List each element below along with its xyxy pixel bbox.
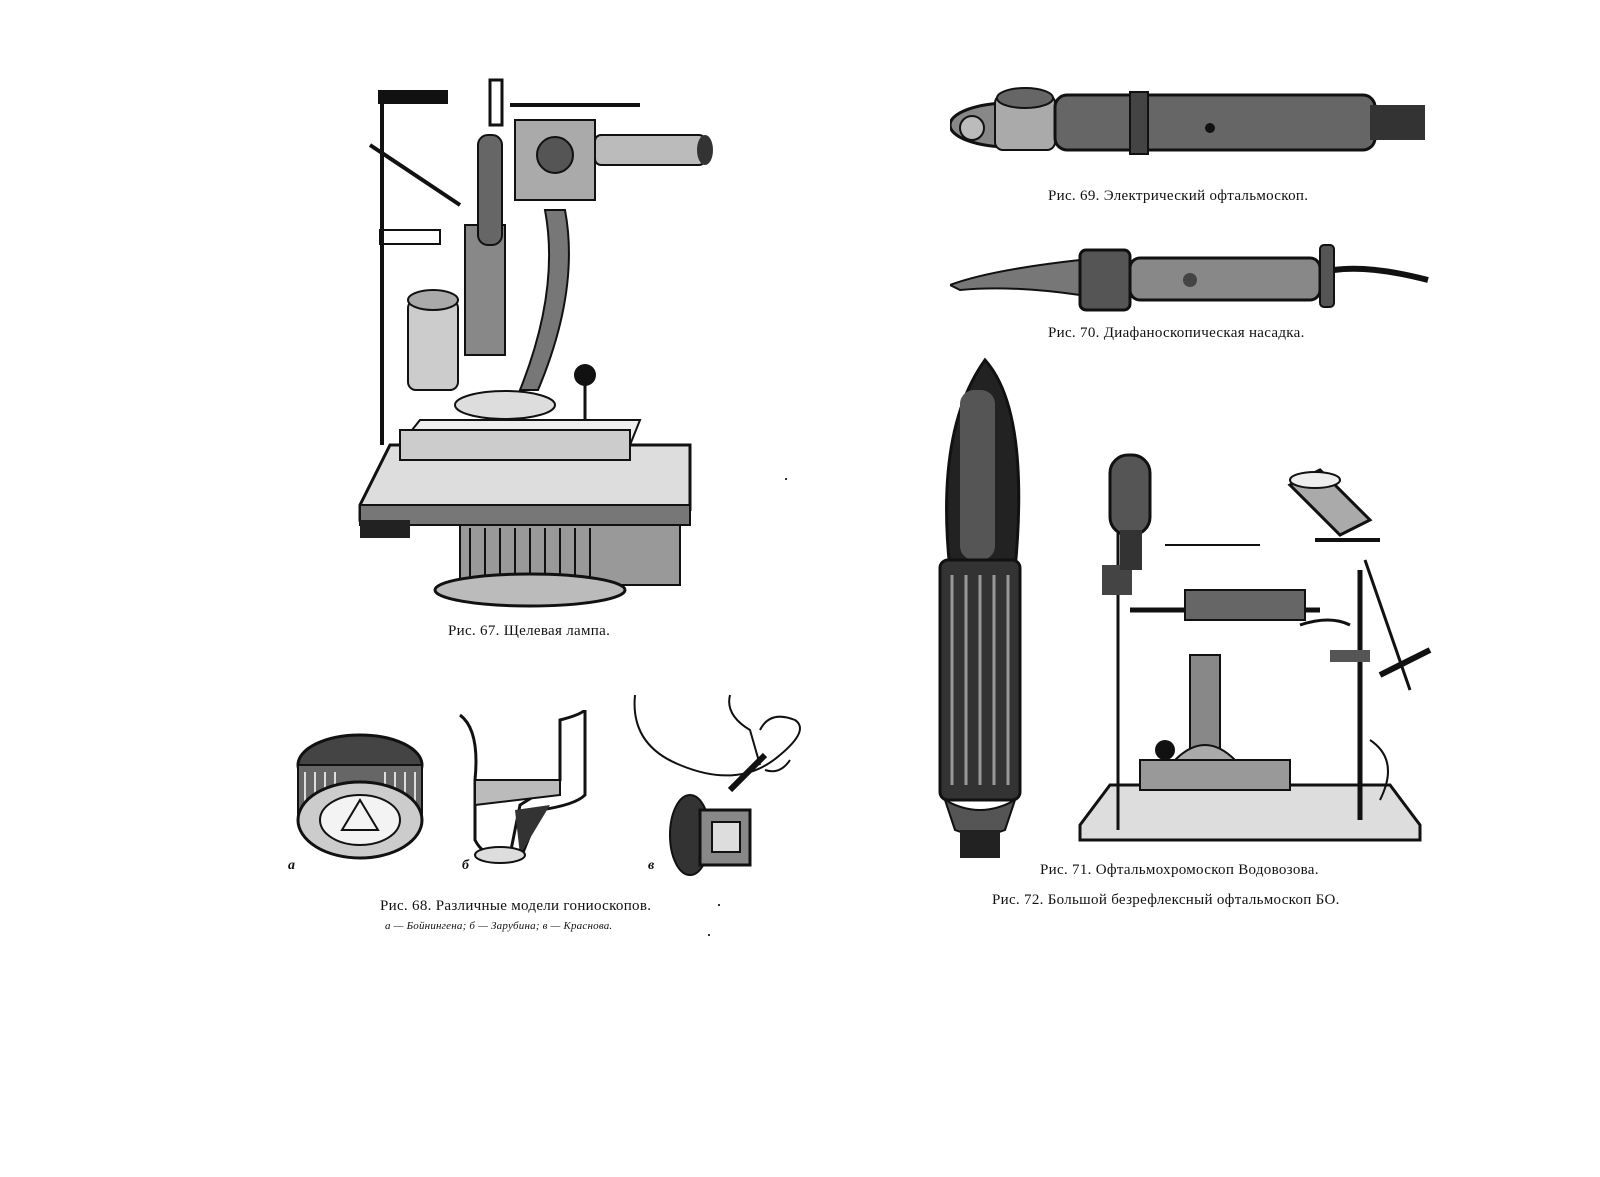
electric-ophthalmoscope-illustration [950, 80, 1430, 170]
scan-speck [718, 904, 720, 906]
fig69-caption: Рис. 69. Электрический офтальмоскоп. [1048, 188, 1309, 204]
fig68-label-c: в [648, 858, 655, 873]
goniolens-boyningen-illustration [280, 710, 440, 870]
scan-speck [708, 934, 710, 936]
fig71-caption: Рис. 71. Офтальмохромоскоп Водовозова. [1040, 862, 1319, 878]
scan-speck [785, 478, 787, 480]
fig72-caption: Рис. 72. Большой безрефлексный офтальмос… [992, 892, 1340, 908]
fig67-caption: Рис. 67. Щелевая лампа. [448, 623, 611, 639]
ophthalmochromoscope-illustration [930, 350, 1050, 860]
goniolens-zarubin-illustration [450, 710, 600, 870]
fig70-caption: Рис. 70. Диафаноскопическая насадка. [1048, 325, 1305, 341]
diaphanoscope-attachment-illustration [950, 240, 1430, 315]
fig68-caption: Рис. 68. Различные модели гониоскопов. [380, 898, 652, 914]
slit-lamp-illustration [340, 50, 740, 610]
fig68-label-b: б [462, 858, 469, 873]
large-reflexless-ophthalmoscope-illustration [1070, 440, 1470, 860]
goniolens-krasnov-illustration [630, 690, 810, 890]
fig68-subcaption: а — Бойнингена; б — Зарубина; в — Красно… [385, 920, 613, 932]
fig68-label-a: а [288, 858, 295, 873]
